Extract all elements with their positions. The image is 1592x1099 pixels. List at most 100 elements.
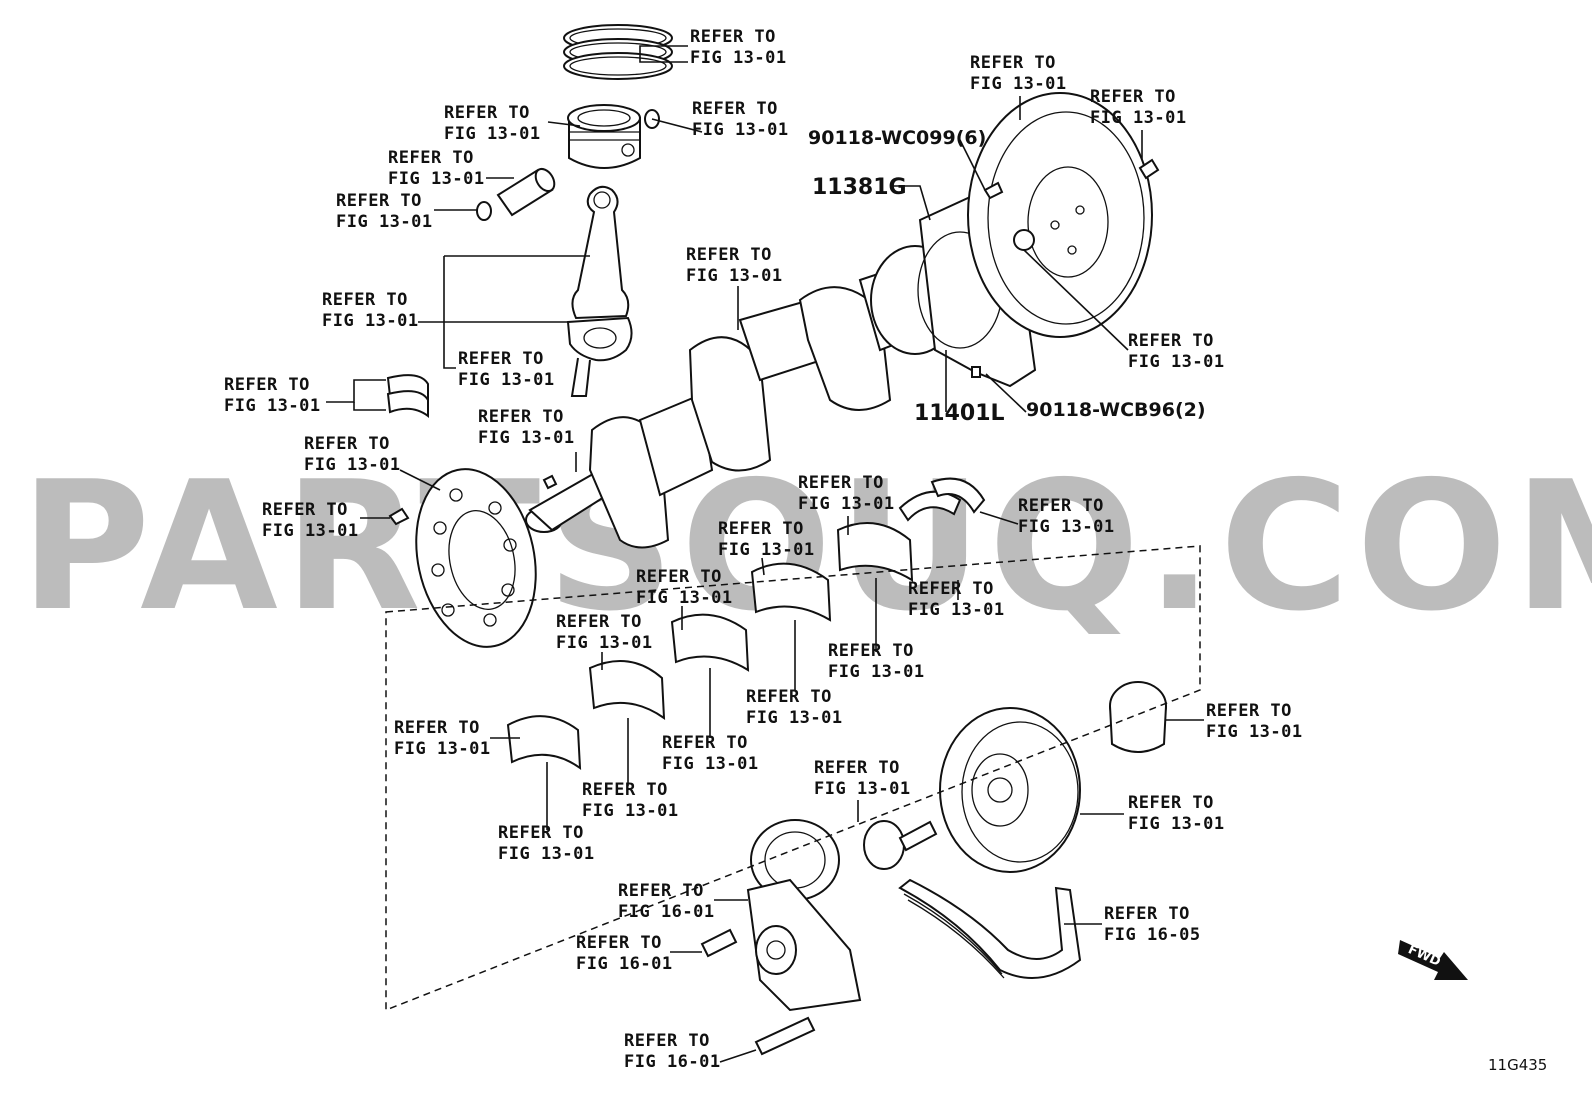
svg-text:FIG 13-01: FIG 13-01 bbox=[718, 540, 815, 560]
fwd-arrow-icon: FWD bbox=[1398, 940, 1468, 980]
callout-main-bearing-4-lower: REFER TO FIG 13-01 bbox=[746, 687, 842, 728]
svg-text:FIG 13-01: FIG 13-01 bbox=[394, 739, 491, 759]
callout-conrod-bolt: REFER TO FIG 13-01 bbox=[458, 349, 555, 390]
svg-text:REFER TO: REFER TO bbox=[1018, 496, 1104, 516]
svg-text:REFER TO: REFER TO bbox=[718, 519, 804, 539]
svg-text:REFER TO: REFER TO bbox=[970, 53, 1056, 73]
svg-text:REFER TO: REFER TO bbox=[690, 27, 776, 47]
part-number-bolt-flywheel: 90118-WC099(6) bbox=[808, 127, 986, 149]
svg-text:FIG 13-01: FIG 13-01 bbox=[262, 521, 359, 541]
svg-text:REFER TO: REFER TO bbox=[1128, 331, 1214, 351]
svg-text:FIG 13-01: FIG 13-01 bbox=[224, 396, 321, 416]
callout-flywheel-spacer: REFER TO FIG 13-01 bbox=[1128, 331, 1225, 372]
piston-pin-drawing bbox=[496, 167, 556, 217]
piston-rings-drawing bbox=[563, 24, 673, 80]
svg-text:REFER TO: REFER TO bbox=[814, 758, 900, 778]
callout-tensioner-bolt-upper: REFER TO FIG 16-01 bbox=[576, 933, 672, 974]
svg-text:FIG 13-01: FIG 13-01 bbox=[304, 455, 401, 475]
part-number-oil-seal-retainer: 11381G bbox=[812, 175, 907, 200]
crank-sprocket-drawing bbox=[1109, 681, 1167, 753]
svg-text:REFER TO: REFER TO bbox=[388, 148, 474, 168]
callout-belt-tensioner: REFER TO FIG 16-01 bbox=[618, 881, 715, 922]
svg-text:REFER TO: REFER TO bbox=[444, 103, 530, 123]
svg-text:REFER TO: REFER TO bbox=[798, 473, 884, 493]
callout-snap-ring-left: REFER TO FIG 13-01 bbox=[336, 191, 432, 232]
svg-text:FIG 13-01: FIG 13-01 bbox=[444, 124, 541, 144]
svg-text:FIG 13-01: FIG 13-01 bbox=[322, 311, 419, 331]
callout-flywheel-bolt: REFER TO FIG 13-01 bbox=[1090, 87, 1186, 128]
svg-text:REFER TO: REFER TO bbox=[458, 349, 544, 369]
svg-text:FIG 13-01: FIG 13-01 bbox=[498, 844, 595, 864]
callout-crank-pulley: REFER TO FIG 13-01 bbox=[1128, 793, 1225, 834]
v-belt-drawing bbox=[898, 878, 1082, 979]
svg-text:REFER TO: REFER TO bbox=[322, 290, 408, 310]
callout-thrust-washer: REFER TO FIG 13-01 bbox=[1018, 496, 1114, 537]
callout-main-bearing-1-lower: REFER TO FIG 13-01 bbox=[498, 823, 595, 864]
svg-text:REFER TO: REFER TO bbox=[908, 579, 994, 599]
connecting-rod-drawing bbox=[566, 185, 633, 397]
pulley-bolt-drawing bbox=[863, 820, 938, 870]
svg-text:REFER TO: REFER TO bbox=[636, 567, 722, 587]
svg-text:FIG 13-01: FIG 13-01 bbox=[388, 169, 485, 189]
callout-rotor-screw: REFER TO FIG 13-01 bbox=[262, 500, 359, 541]
svg-text:FIG 13-01: FIG 13-01 bbox=[690, 48, 787, 68]
svg-text:FIG 13-01: FIG 13-01 bbox=[828, 662, 925, 682]
callout-crank-key: REFER TO FIG 13-01 bbox=[478, 407, 575, 448]
svg-text:FIG 13-01: FIG 13-01 bbox=[814, 779, 911, 799]
callout-piston-pin: REFER TO FIG 13-01 bbox=[388, 148, 485, 189]
callout-crankshaft: REFER TO FIG 13-01 bbox=[686, 245, 783, 286]
piston-drawing bbox=[567, 104, 641, 169]
svg-text:FIG 13-01: FIG 13-01 bbox=[908, 600, 1005, 620]
callout-crank-sprocket: REFER TO FIG 13-01 bbox=[1206, 701, 1302, 742]
callout-piston-ring-set: REFER TO FIG 13-01 bbox=[690, 27, 787, 68]
callout-tensioner-bolt-lower: REFER TO FIG 16-01 bbox=[624, 1031, 720, 1072]
svg-text:REFER TO: REFER TO bbox=[498, 823, 584, 843]
svg-text:REFER TO: REFER TO bbox=[692, 99, 778, 119]
svg-text:REFER TO: REFER TO bbox=[1206, 701, 1292, 721]
svg-text:FIG 13-01: FIG 13-01 bbox=[636, 588, 733, 608]
thrust-washer-drawing bbox=[898, 477, 986, 522]
figure-id: 11G435 bbox=[1488, 1056, 1547, 1074]
svg-text:REFER TO: REFER TO bbox=[662, 733, 748, 753]
svg-text:REFER TO: REFER TO bbox=[1128, 793, 1214, 813]
callout-main-bearing-5-lower: REFER TO FIG 13-01 bbox=[828, 641, 925, 682]
svg-text:REFER TO: REFER TO bbox=[746, 687, 832, 707]
callout-snap-ring-right: REFER TO FIG 13-01 bbox=[692, 99, 789, 140]
svg-text:FIG 13-01: FIG 13-01 bbox=[970, 74, 1067, 94]
svg-text:REFER TO: REFER TO bbox=[582, 780, 668, 800]
small-screw-drawing bbox=[388, 474, 558, 526]
callout-piston: REFER TO FIG 13-01 bbox=[444, 103, 541, 144]
svg-text:REFER TO: REFER TO bbox=[304, 434, 390, 454]
group-boundary bbox=[385, 545, 1201, 1012]
svg-text:FIG 13-01: FIG 13-01 bbox=[458, 370, 555, 390]
svg-text:REFER TO: REFER TO bbox=[336, 191, 422, 211]
svg-text:FIG 13-01: FIG 13-01 bbox=[478, 428, 575, 448]
svg-text:REFER TO: REFER TO bbox=[576, 933, 662, 953]
svg-text:FIG 13-01: FIG 13-01 bbox=[556, 633, 653, 653]
flywheel-bolt-drawing bbox=[983, 158, 1160, 200]
svg-text:FIG 13-01: FIG 13-01 bbox=[662, 754, 759, 774]
callout-connecting-rod: REFER TO FIG 13-01 bbox=[322, 290, 419, 331]
svg-text:REFER TO: REFER TO bbox=[1104, 904, 1190, 924]
svg-text:FIG 16-05: FIG 16-05 bbox=[1104, 925, 1201, 945]
leader-lines bbox=[326, 45, 1204, 1063]
watermark: PARTSOUQ.COM bbox=[20, 443, 1592, 650]
callout-main-bearing-2-lower: REFER TO FIG 13-01 bbox=[582, 780, 679, 821]
svg-text:FIG 13-01: FIG 13-01 bbox=[686, 266, 783, 286]
svg-text:REFER TO: REFER TO bbox=[394, 718, 480, 738]
belt-tensioner-drawing bbox=[746, 819, 862, 1012]
callout-main-bearing-4-upper: REFER TO FIG 13-01 bbox=[718, 519, 815, 560]
svg-text:FIG 13-01: FIG 13-01 bbox=[1128, 352, 1225, 372]
part-number-pin-dowel: 90118-WCB96(2) bbox=[1026, 399, 1206, 421]
callout-main-bearing-5-upper: REFER TO FIG 13-01 bbox=[798, 473, 894, 514]
svg-text:FIG 16-01: FIG 16-01 bbox=[618, 902, 715, 922]
svg-text:FIG 13-01: FIG 13-01 bbox=[692, 120, 789, 140]
svg-text:FIG 13-01: FIG 13-01 bbox=[582, 801, 679, 821]
flywheel-drawing bbox=[967, 92, 1153, 338]
svg-text:FIG 13-01: FIG 13-01 bbox=[1128, 814, 1225, 834]
callout-flywheel: REFER TO FIG 13-01 bbox=[970, 53, 1067, 94]
callout-main-bearing-3-upper: REFER TO FIG 13-01 bbox=[636, 567, 733, 608]
crank-pulley-drawing bbox=[939, 707, 1081, 873]
callout-main-bearing-3-lower: REFER TO FIG 13-01 bbox=[662, 733, 759, 774]
